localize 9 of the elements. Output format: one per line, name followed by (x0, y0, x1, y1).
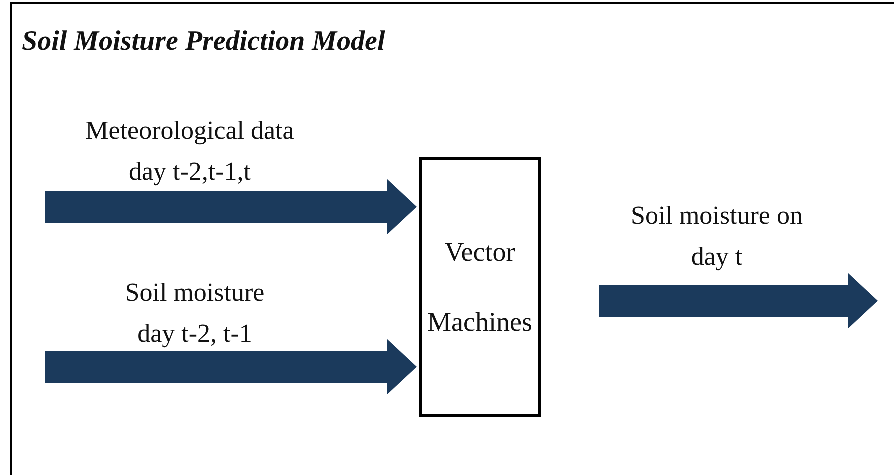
diagram-title: Soil Moisture Prediction Model (22, 28, 386, 56)
block-arrow (45, 179, 417, 235)
edge-label: Meteorological data day t-2,t-1,t (84, 115, 296, 188)
process-box: Vector Machines (419, 157, 541, 417)
block-arrow (599, 273, 878, 329)
block-arrow (45, 339, 417, 395)
edge-label: Soil moisture day t-2, t-1 (124, 277, 266, 350)
frame (10, 2, 894, 475)
edge-label: Soil moisture on day t (630, 200, 804, 273)
